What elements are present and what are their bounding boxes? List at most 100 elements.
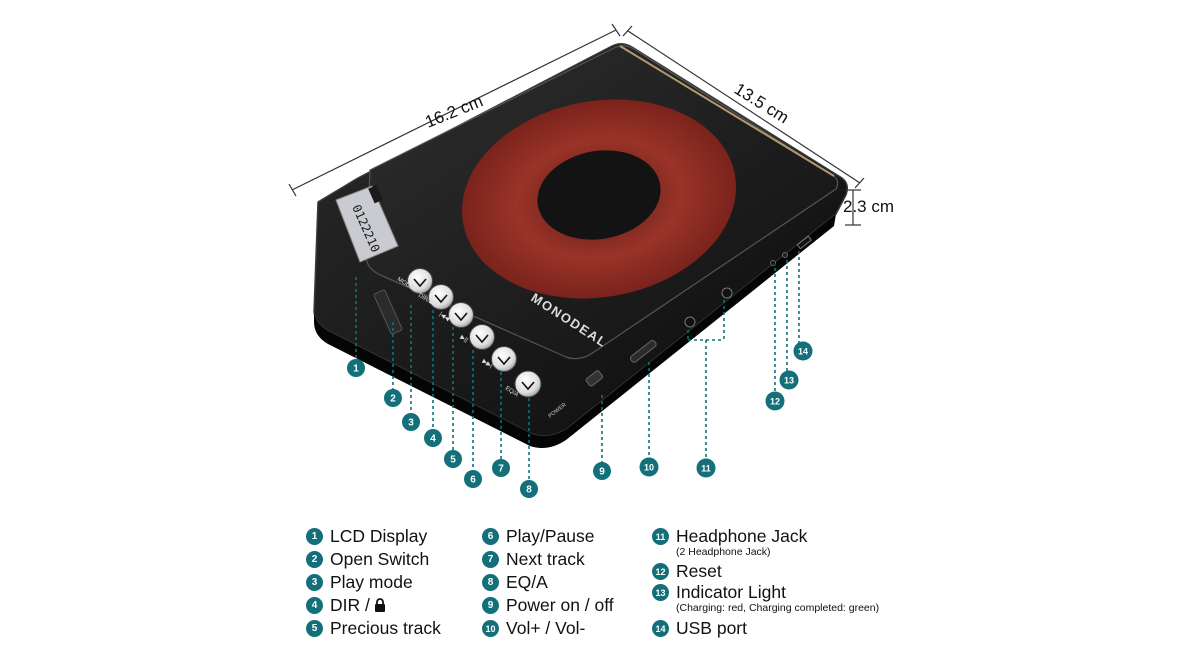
- legend-item: 2 Open Switch: [306, 549, 429, 570]
- svg-text:11: 11: [701, 464, 711, 474]
- legend-label: LCD Display: [330, 526, 428, 546]
- legend-item: 8 EQ/A: [482, 572, 548, 593]
- svg-text:2: 2: [390, 394, 396, 405]
- svg-text:6: 6: [470, 475, 476, 486]
- lcd-badge-bg: [368, 185, 383, 204]
- svg-text:5: 5: [450, 455, 456, 466]
- legend-badge: 9: [482, 597, 499, 614]
- legend-badge: 10: [482, 620, 499, 637]
- svg-text:14: 14: [798, 347, 808, 357]
- lcd-display: 0122210: [335, 185, 399, 263]
- legend-item: 9 Power on / off: [482, 595, 614, 616]
- legend-label: Headphone Jack: [676, 526, 808, 546]
- svg-text:1: 1: [353, 364, 359, 375]
- dir-lock-button[interactable]: DIR/■: [417, 284, 454, 310]
- legend-item: 5 Precious track: [306, 618, 441, 639]
- svg-text:7: 7: [498, 464, 504, 475]
- open-switch[interactable]: [373, 289, 403, 335]
- reset-hole[interactable]: [770, 260, 776, 266]
- legend-badge: 7: [482, 551, 499, 568]
- callout-7: 7: [492, 459, 510, 477]
- callout-8: 8: [520, 480, 538, 498]
- volume-wheel[interactable]: [629, 339, 657, 363]
- callout-badges: 1 2 3 4 5 6 7 8 9 10 11 12 13 14: [347, 341, 813, 498]
- previous-track-button[interactable]: |◀◀: [438, 302, 474, 328]
- legend-item: 10 Vol+ / Vol-: [482, 618, 585, 639]
- legend: 1 LCD Display 2 Open Switch 3 Play mode …: [306, 526, 906, 656]
- legend-label: Precious track: [330, 618, 441, 638]
- callout-4: 4: [424, 429, 442, 447]
- callout-12: 12: [765, 391, 785, 411]
- legend-badge: 6: [482, 528, 499, 545]
- svg-text:12: 12: [770, 397, 780, 407]
- power-switch[interactable]: [585, 370, 604, 387]
- legend-label: Play/Pause: [506, 526, 595, 546]
- legend-label: Reset: [676, 561, 722, 581]
- height-dimension: 2.3 cm: [843, 197, 894, 216]
- legend-label: Power on / off: [506, 595, 614, 615]
- callout-6: 6: [464, 470, 482, 488]
- legend-badge: 13: [652, 584, 669, 601]
- legend-item: 13 Indicator Light(Charging: red, Chargi…: [652, 582, 879, 614]
- callout-5: 5: [444, 450, 462, 468]
- callout-leaders: [355, 251, 800, 481]
- legend-label: USB port: [676, 618, 747, 638]
- svg-text:3: 3: [408, 418, 414, 429]
- callout-1: 1: [347, 359, 365, 377]
- lid-gold-edge: [619, 45, 835, 177]
- lock-icon: [374, 598, 385, 612]
- callout-13: 13: [779, 370, 799, 390]
- legend-label: DIR /: [330, 595, 370, 615]
- legend-badge: 14: [652, 620, 669, 637]
- legend-item: 1 LCD Display: [306, 526, 427, 547]
- legend-badge: 11: [652, 528, 669, 545]
- callout-14: 14: [793, 341, 813, 361]
- play-label: ▶||: [459, 335, 469, 344]
- legend-badge: 3: [306, 574, 323, 591]
- legend-item: 12 Reset: [652, 561, 722, 582]
- legend-badge: 5: [306, 620, 323, 637]
- callout-10: 10: [639, 457, 659, 477]
- headphone-jack-1[interactable]: [684, 316, 696, 328]
- headphone-jack-2[interactable]: [721, 287, 733, 299]
- legend-label: Open Switch: [330, 549, 430, 569]
- prev-label: |◀◀: [438, 312, 451, 323]
- legend-item: 14 USB port: [652, 618, 747, 639]
- callout-11: 11: [696, 458, 716, 478]
- legend-label: Indicator Light: [676, 582, 786, 602]
- svg-text:10: 10: [644, 463, 654, 473]
- legend-badge: 12: [652, 563, 669, 580]
- legend-label: EQ/A: [506, 572, 548, 592]
- play-pause-button[interactable]: ▶||: [459, 324, 495, 350]
- legend-item: 11 Headphone Jack(2 Headphone Jack): [652, 526, 807, 558]
- svg-text:8: 8: [526, 485, 532, 496]
- legend-item: 4 DIR /: [306, 595, 386, 616]
- callout-9: 9: [593, 462, 611, 480]
- legend-item: 3 Play mode: [306, 572, 413, 593]
- next-track-button[interactable]: ▶▶|: [481, 346, 517, 372]
- legend-item: 7 Next track: [482, 549, 585, 570]
- dimension-markers: [288, 23, 865, 226]
- legend-badge: 4: [306, 597, 323, 614]
- control-buttons: MODE DIR/■ |◀◀ ▶|| ▶▶|: [396, 268, 542, 398]
- legend-sublabel: (2 Headphone Jack): [676, 546, 771, 558]
- mode-button[interactable]: MODE: [396, 268, 433, 294]
- indicator-light: [782, 252, 788, 258]
- svg-text:9: 9: [599, 467, 605, 478]
- legend-badge: 8: [482, 574, 499, 591]
- legend-label: Next track: [506, 549, 585, 569]
- svg-text:4: 4: [430, 434, 436, 445]
- legend-label: Vol+ / Vol-: [506, 618, 586, 638]
- legend-badge: 2: [306, 551, 323, 568]
- disc-center: [537, 150, 661, 240]
- svg-text:13: 13: [784, 376, 794, 386]
- legend-label: Play mode: [330, 572, 413, 592]
- cd-player: MONODEAL 0122210 MODE DIR/■ |: [313, 43, 849, 448]
- next-label: ▶▶|: [481, 359, 494, 370]
- callout-2: 2: [384, 389, 402, 407]
- callout-3: 3: [402, 413, 420, 431]
- usb-port[interactable]: [796, 235, 813, 250]
- legend-item: 6 Play/Pause: [482, 526, 595, 547]
- legend-badge: 1: [306, 528, 323, 545]
